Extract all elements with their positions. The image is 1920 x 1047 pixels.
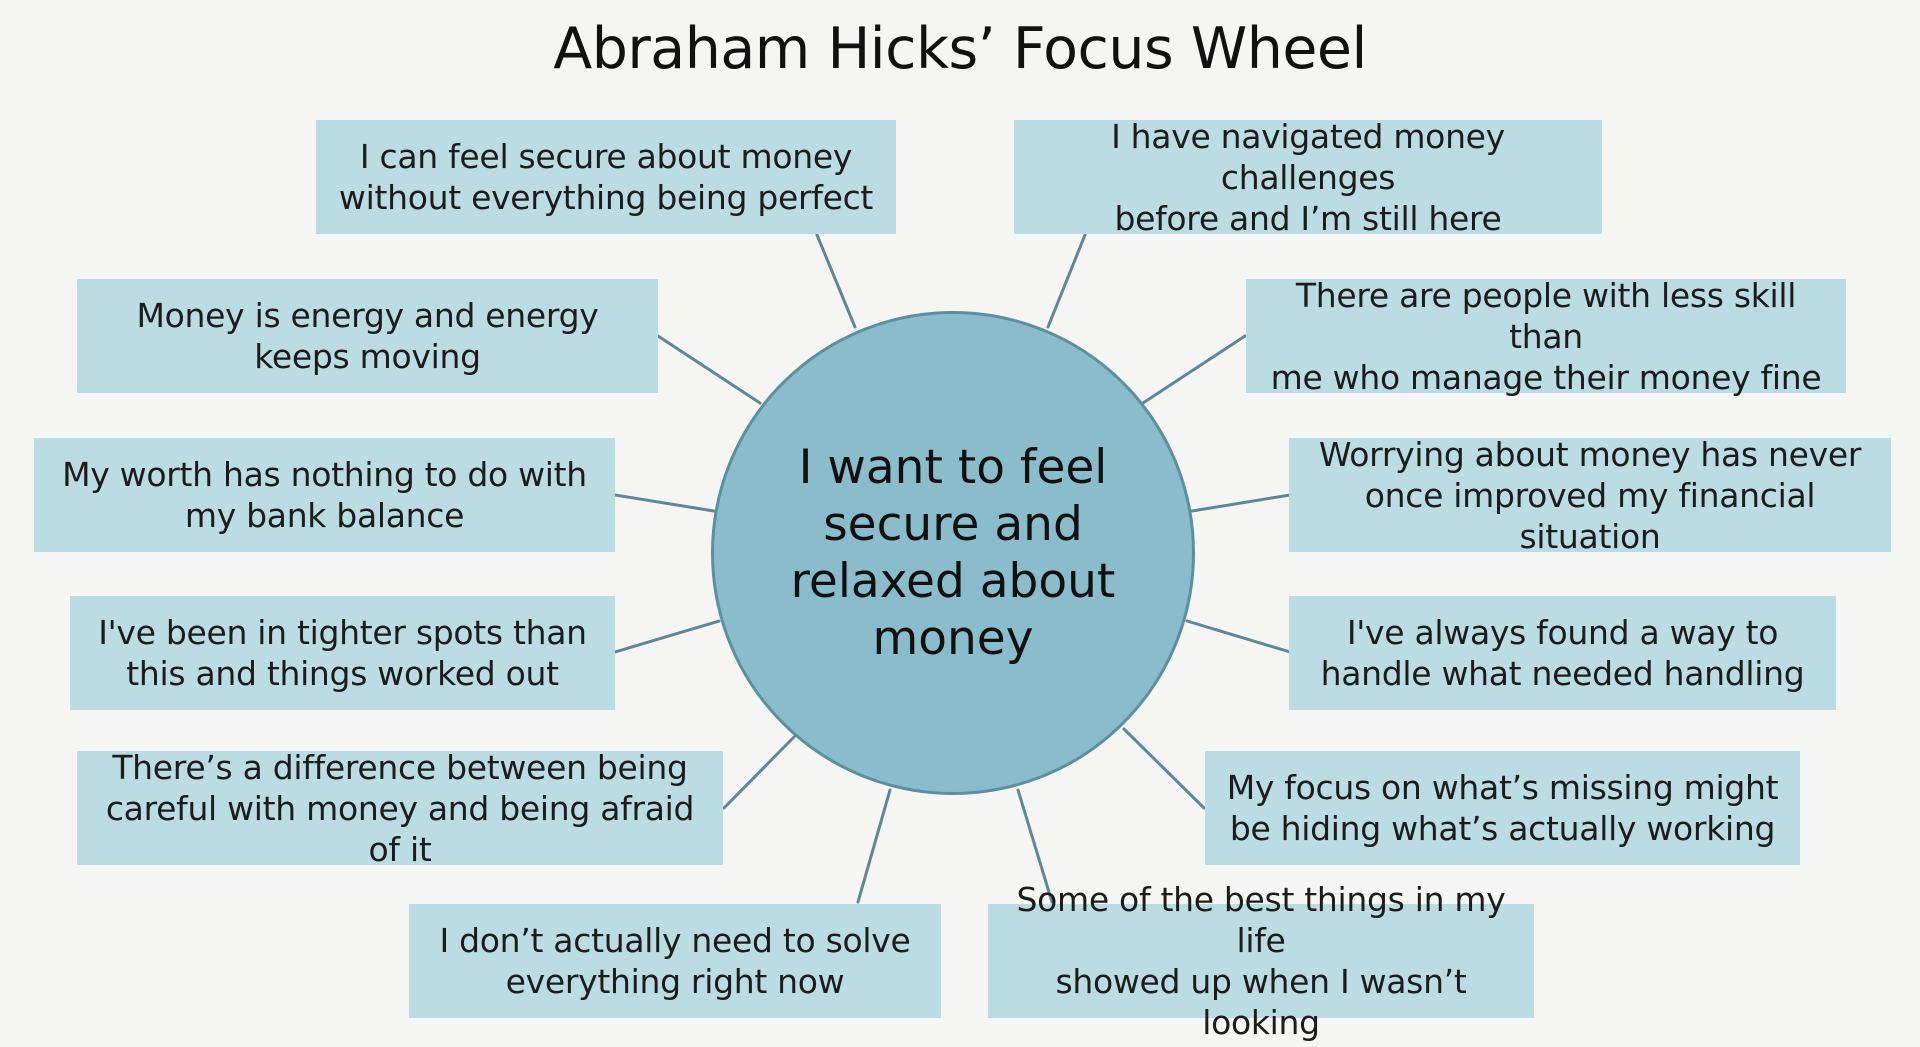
connector-line [856,788,892,904]
statement-line: once improved my financial situation [1364,475,1816,556]
connector-line [613,493,716,513]
statement-line: I don’t actually need to solve [439,921,911,960]
statement-line: everything right now [505,962,845,1001]
statement-box: There are people with less skill than me… [1246,276,1846,397]
statement-line: I have navigated money challenges [1111,116,1505,197]
connector-line [722,735,796,810]
statement-line: this and things worked out [126,654,559,693]
central-intention-line: relaxed about [790,554,1116,609]
statement-line: There are people with less skill than [1295,275,1797,356]
connector-line [1185,619,1292,654]
statement-box: There’s a difference between being caref… [77,748,723,869]
connector-line [1046,233,1087,329]
connector-line [1122,727,1206,810]
statement-line: I've been in tighter spots than [98,613,587,652]
connector-line [1016,788,1054,904]
statement-line: Money is energy and energy [136,296,599,335]
statement-line: Some of the best things in my life [1016,880,1506,960]
statement-box: My worth has nothing to do with my bank … [34,438,615,552]
statement-box: Money is energy and energy keeps moving [77,279,658,393]
statement-line: without everything being perfect [338,178,874,217]
central-intention-line: secure and [823,497,1083,552]
statement-box: I have navigated money challenges before… [1014,117,1602,238]
statement-line: careful with money and being afraid of i… [105,788,695,869]
statement-line: showed up when I wasn’t looking [1055,962,1467,1042]
connector-line [815,233,857,329]
central-intention-line: money [872,611,1034,666]
statement-line: I've always found a way to [1346,613,1779,652]
statement-line: My worth has nothing to do with [62,455,587,494]
statement-line: I can feel secure about money [359,137,853,176]
connector-line [1190,493,1292,513]
statement-line: me who manage their money fine [1270,357,1822,397]
statement-line: my bank balance [184,496,465,535]
connector-line [1141,334,1247,405]
statement-line: handle what needed handling [1320,654,1805,693]
statement-box: I can feel secure about money without ev… [316,120,896,234]
central-intention-text: I want to feel secure and relaxed about … [783,439,1123,667]
statement-line: be hiding what’s actually working [1229,809,1776,848]
statement-box: I've been in tighter spots than this and… [70,596,615,710]
statement-line: Worrying about money has never [1318,434,1862,474]
statement-box: I've always found a way to handle what n… [1289,596,1836,710]
statement-line: before and I’m still here [1114,198,1502,238]
diagram-title: Abraham Hicks’ Focus Wheel [553,16,1367,82]
connector-line [613,619,721,654]
central-intention-circle: I want to feel secure and relaxed about … [711,311,1195,795]
statement-box: Worrying about money has never once impr… [1289,435,1891,556]
central-intention-line: I want to feel [798,440,1108,495]
statement-line: My focus on what’s missing might [1226,768,1779,807]
statement-box: My focus on what’s missing might be hidi… [1205,751,1800,865]
statement-line: keeps moving [254,337,481,376]
connector-line [656,334,762,405]
statement-box: Some of the best things in my life showe… [988,880,1534,1042]
statement-box: I don’t actually need to solve everythin… [409,904,941,1018]
statement-line: There’s a difference between being [112,747,688,787]
